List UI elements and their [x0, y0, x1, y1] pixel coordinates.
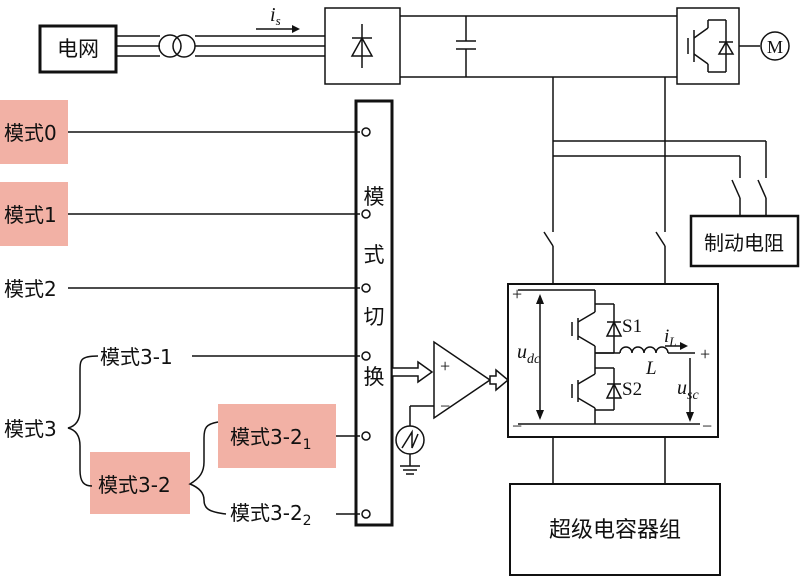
- grid-box: [38, 24, 118, 74]
- comparator-section: [391, 340, 510, 475]
- inductor-icon: [619, 346, 669, 354]
- mode-switch-bar: [354, 99, 394, 527]
- supercap-connection: [552, 437, 666, 484]
- rectifier-box: [324, 7, 401, 85]
- switch-s1-icon: [571, 303, 623, 354]
- terminal-mode1[interactable]: [361, 209, 371, 219]
- brake-switch-2: [757, 179, 767, 199]
- converter-plus-left: +: [512, 284, 522, 304]
- mode3-label: 模式3: [4, 417, 57, 441]
- converter-box: [507, 283, 719, 438]
- mode-terminals: [361, 127, 371, 519]
- power-path: [38, 7, 790, 85]
- terminal-mode2[interactable]: [361, 283, 371, 293]
- motor-label: M: [767, 37, 783, 57]
- brake-switch-1: [731, 179, 741, 199]
- mode1-highlight: [0, 182, 68, 246]
- mode3-2-1-highlight: [218, 404, 336, 468]
- terminal-mode0[interactable]: [361, 127, 371, 137]
- comparator-icon: [433, 340, 492, 420]
- mode3-1-label: 模式3-1: [100, 345, 173, 369]
- comparator-output-arrow: [489, 368, 510, 392]
- switch-output-arrow: [391, 360, 434, 384]
- converter-minus-right: −: [702, 416, 712, 436]
- il-label: iL: [664, 326, 677, 349]
- mode2-label: 模式2: [4, 277, 57, 301]
- dc-switch-right: [655, 231, 666, 247]
- comparator-plus: +: [440, 356, 450, 376]
- converter-minus-left: −: [512, 416, 522, 436]
- igbt-icon: [687, 19, 735, 73]
- udc-label: udc: [517, 341, 541, 367]
- usc-label: usc: [677, 377, 699, 403]
- mode3-2-brace: [188, 421, 227, 515]
- transformer-icon: [158, 34, 196, 58]
- diode-icon: [350, 24, 374, 68]
- switch-s2-icon: [571, 353, 623, 411]
- terminal-mode3-2-1[interactable]: [361, 431, 371, 441]
- inductor-label: L: [645, 358, 657, 379]
- mode3-2-2-label: 模式3-22: [230, 501, 312, 529]
- triangle-wave-source-icon: [395, 425, 425, 455]
- mode3-2-1-label: 模式3-21: [230, 425, 312, 453]
- brake-resistor-label: 制动电阻: [704, 231, 784, 255]
- switch-char-1: 模: [364, 185, 385, 209]
- converter-plus-right: +: [700, 344, 710, 364]
- motor-icon: [760, 31, 790, 61]
- dc-switch-left: [543, 231, 554, 247]
- brake-resistor-box: [689, 214, 800, 268]
- dcdc-converter: [507, 283, 719, 438]
- mode3-2-label: 模式3-2: [98, 473, 171, 497]
- mode0-highlight: [0, 100, 68, 164]
- s1-label: S1: [622, 316, 642, 337]
- mode0-label: 模式0: [4, 121, 57, 145]
- dc-link-capacitor-icon: [456, 16, 476, 77]
- mode1-label: 模式1: [4, 203, 57, 227]
- s2-label: S2: [622, 379, 642, 400]
- switch-char-4: 换: [364, 365, 385, 389]
- comparator-minus: −: [440, 396, 450, 416]
- supercap-label: 超级电容器组: [549, 518, 681, 543]
- grid-label: 电网: [57, 37, 99, 61]
- switch-char-3: 切: [364, 305, 385, 329]
- mode-lines: [67, 131, 360, 515]
- dc-bus-branches: [543, 77, 800, 284]
- terminal-mode3-2-2[interactable]: [361, 509, 371, 519]
- current-is-label: is: [270, 4, 281, 28]
- terminal-mode3-1[interactable]: [361, 351, 371, 361]
- mode3-brace: [67, 355, 99, 487]
- mode3-2-highlight: [90, 452, 190, 514]
- switch-char-2: 式: [364, 243, 385, 267]
- supercap-box: [509, 483, 721, 576]
